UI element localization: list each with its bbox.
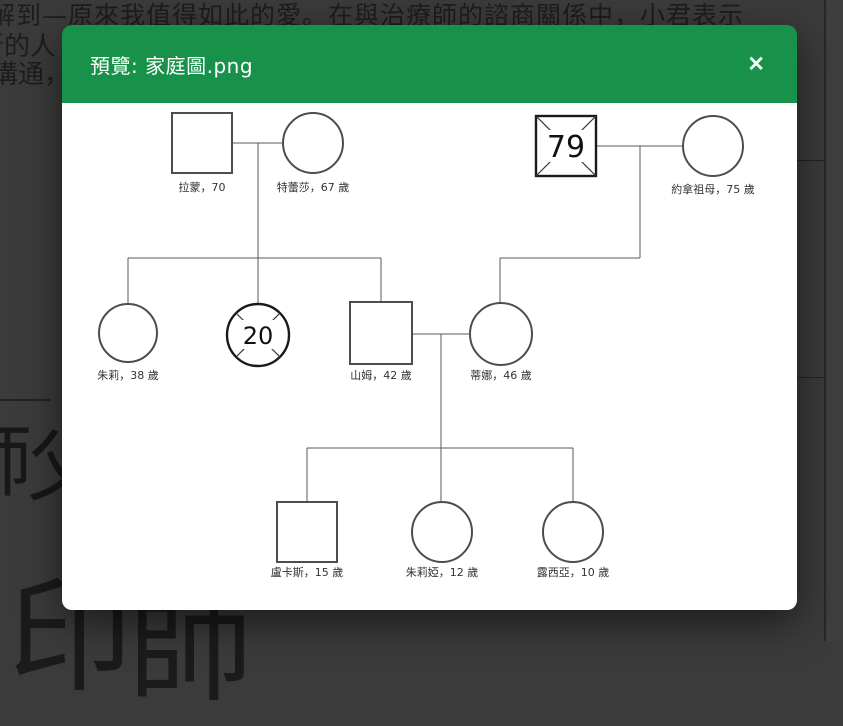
female-circle-grandmother-right bbox=[682, 115, 744, 177]
male-square-son bbox=[276, 501, 338, 563]
genogram-image: 79 20 拉蒙，70 特蕾莎，67 歲 約拿祖母，75 歲 朱莉，38 歲 山… bbox=[97, 112, 755, 579]
scrollbar-track bbox=[826, 0, 843, 641]
background-text-fragment: 溝通， bbox=[0, 60, 71, 90]
preview-modal: 預覽: 家庭圖.png ✕ bbox=[62, 25, 797, 610]
background-divider bbox=[797, 160, 825, 161]
background-large-character: 師 bbox=[0, 400, 32, 512]
female-circle-grandmother-left bbox=[282, 112, 344, 174]
death-age-text: 79 bbox=[547, 130, 585, 165]
background-divider bbox=[0, 399, 50, 401]
female-circle-aunt bbox=[98, 303, 158, 363]
death-age-text: 20 bbox=[243, 322, 274, 350]
close-button[interactable]: ✕ bbox=[743, 50, 769, 79]
scrollbar-edge bbox=[824, 0, 826, 641]
modal-body: 79 20 拉蒙，70 特蕾莎，67 歲 約拿祖母，75 歲 朱莉，38 歲 山… bbox=[62, 103, 797, 610]
person-label: 特蕾莎，67 歲 bbox=[277, 180, 350, 194]
person-label: 蒂娜，46 歲 bbox=[470, 368, 532, 382]
female-circle-daughter-1 bbox=[411, 501, 473, 563]
background-text-fragment: 新的人 bbox=[0, 32, 57, 62]
male-square-father bbox=[349, 301, 413, 365]
person-label: 露西亞，10 歲 bbox=[537, 565, 610, 579]
person-label: 山姆，42 歲 bbox=[350, 368, 412, 382]
person-label: 朱莉婭，12 歲 bbox=[406, 565, 479, 579]
background-divider bbox=[797, 377, 825, 378]
person-label: 約拿祖母，75 歲 bbox=[671, 182, 755, 196]
person-label: 盧卡斯，15 歲 bbox=[271, 565, 344, 579]
female-circle-mother bbox=[469, 302, 533, 366]
person-label: 朱莉，38 歲 bbox=[97, 368, 159, 382]
age-label-backing bbox=[543, 130, 589, 162]
close-icon: ✕ bbox=[747, 52, 765, 76]
person-label: 拉蒙，70 bbox=[179, 180, 226, 194]
age-label-backing bbox=[240, 320, 277, 349]
modal-header: 預覽: 家庭圖.png ✕ bbox=[62, 25, 797, 103]
female-circle-daughter-2 bbox=[542, 501, 604, 563]
modal-title: 預覽: 家庭圖.png bbox=[90, 53, 254, 78]
male-square-grandfather-left bbox=[171, 112, 233, 174]
